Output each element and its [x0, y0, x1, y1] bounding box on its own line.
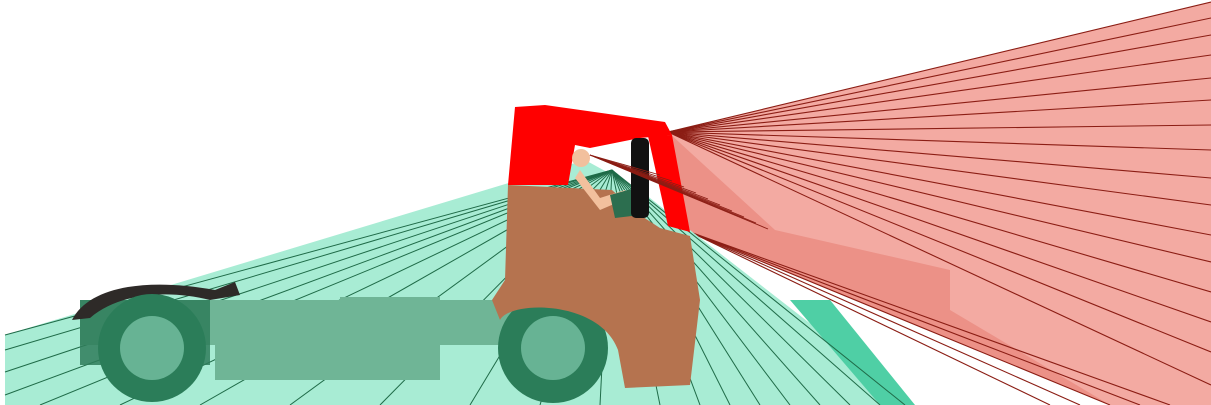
driver-head [572, 149, 590, 167]
rear-wheel [98, 294, 206, 402]
fuel-tank [215, 300, 440, 380]
chassis-upper-rail [340, 297, 440, 305]
front-wheel-hub [521, 316, 585, 380]
rear-wheel-hub [120, 316, 184, 380]
